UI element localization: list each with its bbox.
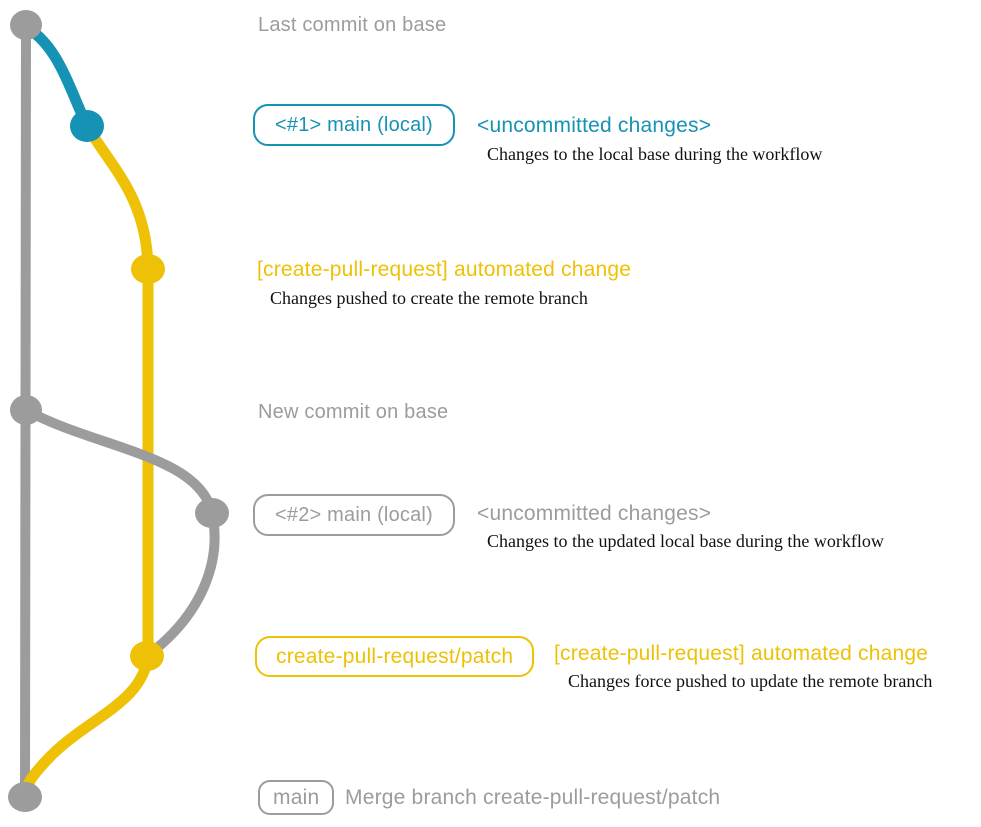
- merge-message: Merge branch create-pull-request/patch: [345, 786, 721, 809]
- commit-dot-merge: [8, 782, 42, 812]
- base-update-curve-in: [142, 508, 220, 661]
- commit-dot-last-base: [10, 10, 42, 40]
- git-graph: [8, 10, 229, 812]
- uncommitted-1-message: <uncommitted changes>: [477, 114, 712, 137]
- commit-dot-automated-2: [130, 641, 164, 671]
- branch-badge-patch: create-pull-request/patch: [255, 636, 535, 678]
- commit-dot-uncommitted-2: [195, 498, 229, 528]
- uncommitted-2-caption: Changes to the updated local base during…: [487, 531, 884, 551]
- commit-dot-new-base: [10, 395, 42, 425]
- branch-badge-main: main: [258, 780, 335, 816]
- uncommitted-2-message: <uncommitted changes>: [477, 502, 712, 525]
- local-branch-curve: [22, 22, 93, 132]
- base-update-curve-out: [21, 405, 217, 518]
- uncommitted-1-caption: Changes to the local base during the wor…: [487, 144, 823, 164]
- commit-dot-uncommitted-1: [70, 110, 104, 142]
- patch-branch-path: [19, 120, 154, 803]
- branch-badge-main-local-1: <#1> main (local): [253, 104, 455, 146]
- automated-2-message: [create-pull-request] automated change: [554, 642, 929, 665]
- automated-1-message: [create-pull-request] automated change: [257, 258, 632, 281]
- commit-dot-automated-1: [131, 254, 165, 284]
- last-commit-message: Last commit on base: [258, 14, 447, 36]
- branch-badge-main-local-2: <#2> main (local): [253, 494, 455, 536]
- automated-2-caption: Changes force pushed to update the remot…: [568, 671, 933, 691]
- automated-1-caption: Changes pushed to create the remote bran…: [270, 288, 588, 308]
- new-commit-message: New commit on base: [258, 401, 449, 423]
